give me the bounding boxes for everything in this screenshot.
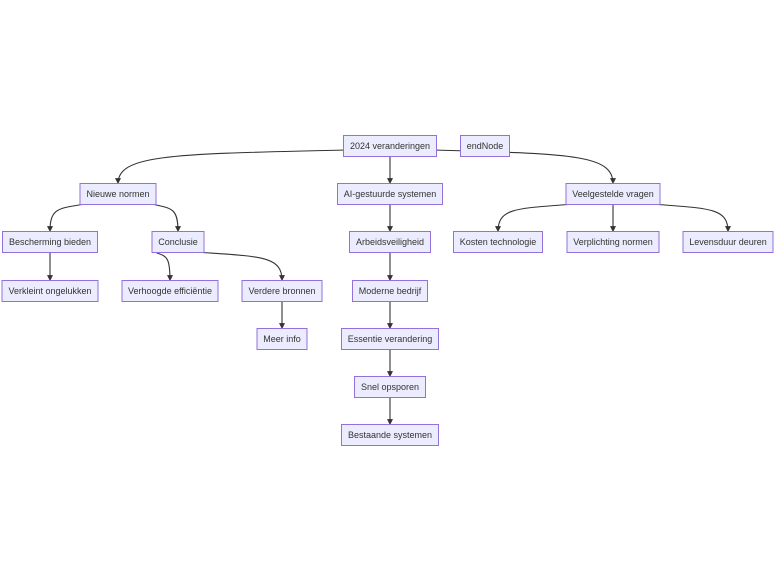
node-box: [354, 376, 426, 398]
node-verplichting: Verplichting normen: [566, 231, 660, 253]
node-conclusie: Conclusie: [151, 231, 205, 253]
node-essentie: Essentie verandering: [341, 328, 439, 350]
edge-root-nieuwe: [115, 149, 346, 185]
node-levensduur: Levensduur deuren: [682, 231, 774, 253]
node-kosten: Kosten technologie: [453, 231, 543, 253]
node-bronnen: Verdere bronnen: [241, 280, 323, 302]
node-faq: Veelgestelde vragen: [565, 183, 661, 205]
edge-conclusie-bronnen: [201, 251, 285, 282]
node-box: [341, 328, 439, 350]
edge-faq-kosten: [495, 203, 569, 233]
node-ai: AI-gestuurde systemen: [337, 183, 443, 205]
node-label: Veelgestelde vragen: [572, 189, 654, 199]
node-box: [565, 183, 661, 205]
node-label: Verkleint ongelukken: [8, 286, 91, 296]
node-box: [682, 231, 774, 253]
node-label: Nieuwe normen: [86, 189, 149, 199]
node-label: Verdere bronnen: [248, 286, 315, 296]
edge-conclusie-efficientie: [155, 251, 173, 282]
edge-faq-levensduur: [657, 203, 731, 233]
node-label: Kosten technologie: [460, 237, 537, 247]
node-box: [453, 231, 543, 253]
node-label: Arbeidsveiligheid: [356, 237, 424, 247]
node-label: Snel opsporen: [361, 382, 419, 392]
node-end: endNode: [460, 135, 510, 157]
node-box: [349, 231, 431, 253]
node-efficientie: Verhoogde efficiëntie: [121, 280, 219, 302]
node-snel: Snel opsporen: [354, 376, 426, 398]
node-box: [256, 328, 308, 350]
node-box: [460, 135, 510, 157]
node-moderne: Moderne bedrijf: [352, 280, 428, 302]
node-label: Meer info: [263, 334, 301, 344]
node-box: [2, 231, 98, 253]
node-bestaande: Bestaande systemen: [341, 424, 439, 446]
node-label: Conclusie: [158, 237, 198, 247]
node-box: [566, 231, 660, 253]
node-label: AI-gestuurde systemen: [344, 189, 437, 199]
node-arbeid: Arbeidsveiligheid: [349, 231, 431, 253]
node-label: Essentie verandering: [348, 334, 433, 344]
node-box: [341, 424, 439, 446]
node-label: Bescherming bieden: [9, 237, 91, 247]
node-box: [352, 280, 428, 302]
node-label: Verhoogde efficiëntie: [128, 286, 212, 296]
node-box: [151, 231, 205, 253]
node-meerinfo: Meer info: [256, 328, 308, 350]
node-label: Verplichting normen: [573, 237, 653, 247]
node-label: Bestaande systemen: [348, 430, 432, 440]
node-nieuwe: Nieuwe normen: [79, 183, 157, 205]
node-label: Levensduur deuren: [689, 237, 767, 247]
edge-nieuwe-conclusie: [153, 203, 181, 233]
node-box: [337, 183, 443, 205]
node-box: [343, 135, 437, 157]
node-box: [121, 280, 219, 302]
node-box: [79, 183, 157, 205]
node-box: [241, 280, 323, 302]
node-root: 2024 veranderingen: [343, 135, 437, 157]
node-label: Moderne bedrijf: [359, 286, 422, 296]
edge-nieuwe-bescherming: [47, 203, 83, 233]
node-bescherming: Bescherming bieden: [2, 231, 98, 253]
node-verkleint: Verkleint ongelukken: [1, 280, 99, 302]
node-label: endNode: [467, 141, 504, 151]
node-box: [1, 280, 99, 302]
node-label: 2024 veranderingen: [350, 141, 430, 151]
